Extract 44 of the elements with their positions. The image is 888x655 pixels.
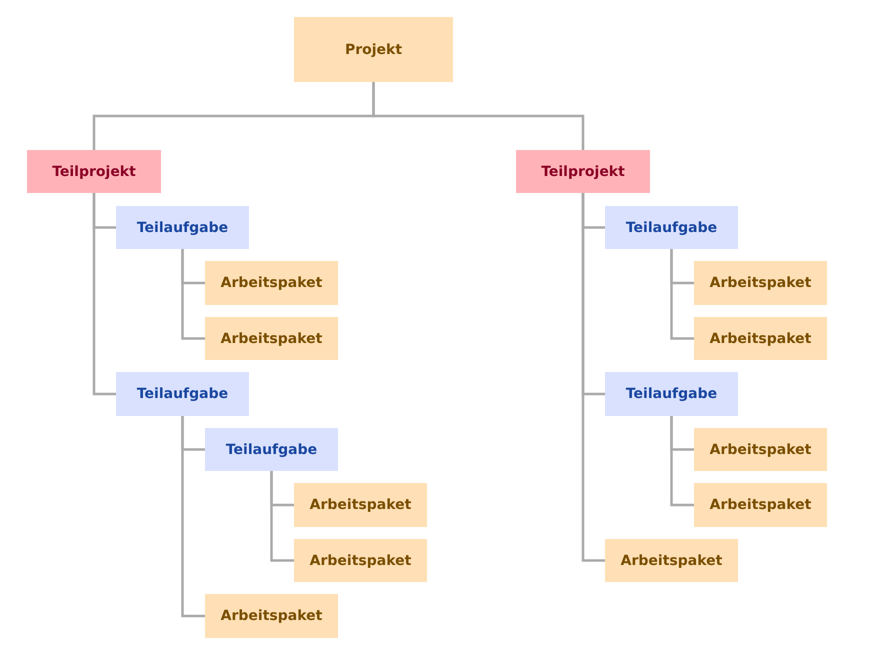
node-label: Arbeitspaket: [310, 552, 412, 568]
project-box: [294, 17, 453, 82]
node-label: Arbeitspaket: [220, 275, 322, 291]
connector-line: [670, 249, 694, 340]
node-label: Teilaufgabe: [136, 386, 228, 402]
work-package-box: [294, 483, 427, 527]
work-package-box: [205, 261, 338, 305]
node-label: Arbeitspaket: [310, 497, 412, 513]
task-box: [116, 372, 249, 416]
subproject-box: [516, 150, 650, 193]
node-label: Projekt: [344, 42, 402, 58]
node-label: Arbeitspaket: [710, 442, 812, 458]
connector-line: [270, 471, 294, 562]
node-label: Teilprojekt: [541, 164, 625, 180]
connector-line: [670, 416, 694, 506]
node-label: Teilaufgabe: [626, 220, 718, 236]
node-label: Arbeitspaket: [710, 497, 812, 513]
task-box: [605, 206, 738, 249]
connector-line: [372, 82, 584, 150]
work-package-box: [694, 317, 827, 360]
subproject-box: [27, 150, 161, 193]
work-package-box: [694, 428, 827, 471]
node-label: Arbeitspaket: [710, 275, 812, 291]
node-label: Arbeitspaket: [220, 608, 322, 624]
node-label: Teilprojekt: [52, 164, 136, 180]
node-label: Teilaufgabe: [136, 220, 228, 236]
task-box: [205, 428, 338, 471]
node-label: Arbeitspaket: [220, 330, 322, 346]
node-label: Arbeitspaket: [710, 330, 812, 346]
connector-line: [181, 249, 205, 340]
task-box: [605, 372, 738, 416]
work-package-box: [605, 539, 738, 582]
task-box: [116, 206, 249, 249]
node-label: Teilaufgabe: [626, 386, 718, 402]
work-package-box: [205, 317, 338, 360]
connector-line: [181, 416, 205, 618]
node-label: Arbeitspaket: [620, 552, 722, 568]
work-package-box: [294, 539, 427, 582]
node-label: Teilaufgabe: [226, 442, 318, 458]
connector-line: [582, 193, 605, 562]
work-package-box: [205, 594, 338, 638]
work-package-box: [694, 261, 827, 305]
work-package-box: [694, 483, 827, 527]
connector-line: [92, 193, 116, 396]
